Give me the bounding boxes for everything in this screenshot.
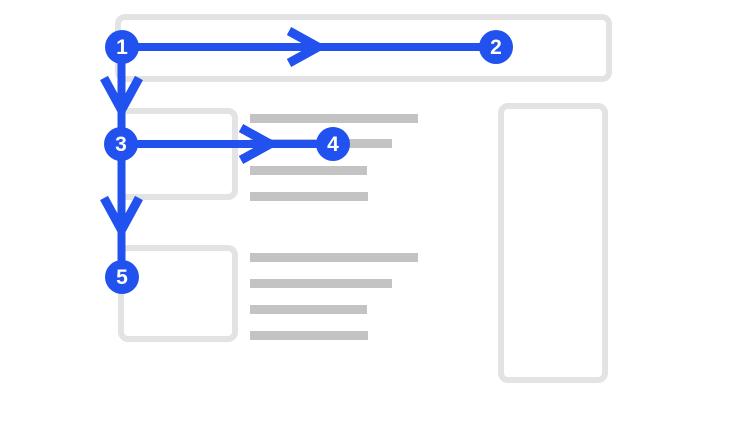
- step-marker-3: 3: [104, 127, 138, 161]
- wireframe-text-line: [250, 192, 368, 201]
- wireframe-text-line: [250, 279, 392, 288]
- step-number: 5: [116, 265, 128, 289]
- step-number: 2: [490, 35, 502, 59]
- wireframe-text-line: [250, 305, 367, 314]
- step-marker-5: 5: [105, 260, 139, 294]
- step-marker-4: 4: [316, 127, 350, 161]
- wireframe-text-line: [250, 166, 367, 175]
- wireframe-text-line: [250, 114, 418, 123]
- arrow-down-icon: [100, 195, 143, 240]
- wireframe-sidebar-box: [498, 103, 608, 383]
- wireframe-article1-image-box: [118, 108, 238, 200]
- wireframe-article2-image-box: [118, 245, 238, 342]
- step-number: 1: [116, 35, 128, 59]
- wireframe-header-box: [115, 14, 612, 82]
- step-number: 3: [115, 132, 127, 156]
- wireframe-text-line: [250, 331, 368, 340]
- wireframe-text-line: [250, 253, 418, 262]
- step-marker-1: 1: [105, 30, 139, 64]
- step-marker-2: 2: [479, 30, 513, 64]
- step-number: 4: [327, 132, 339, 156]
- arrow-down-icon: [100, 75, 143, 120]
